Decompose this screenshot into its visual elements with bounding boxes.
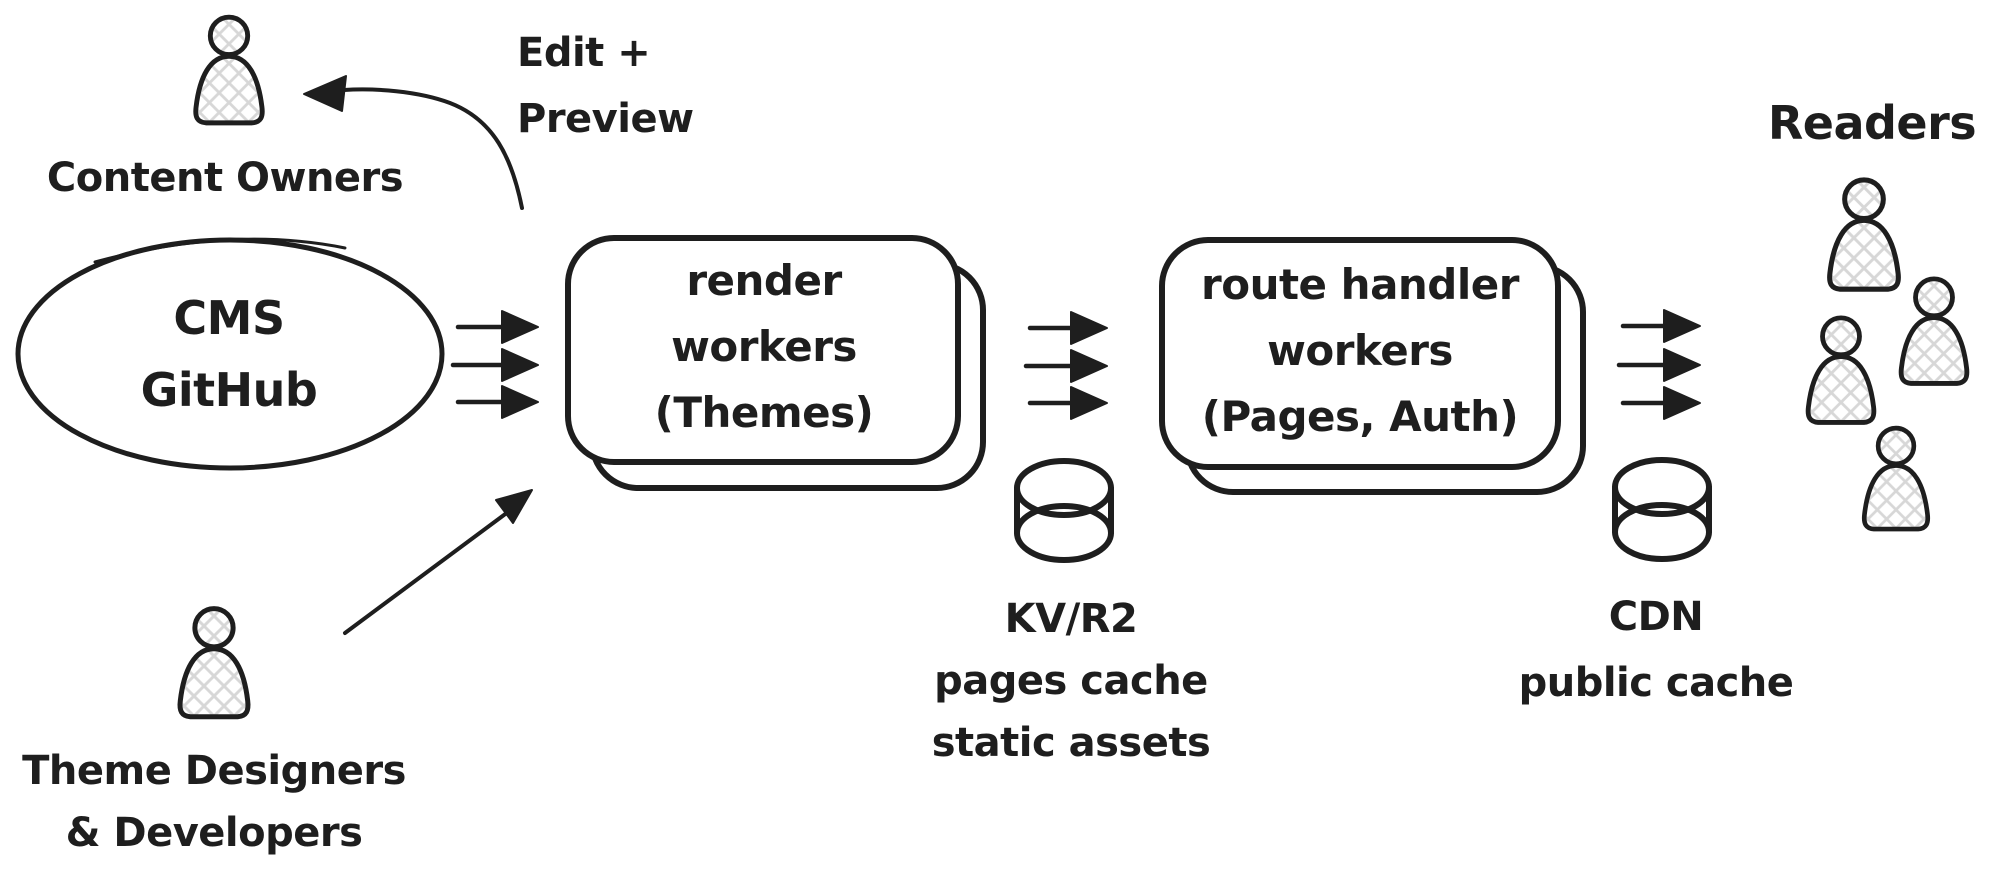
render-workers-node [565, 235, 986, 491]
arrows-route-to-readers [1616, 309, 1701, 420]
theme-designers-line1: Theme Designers [22, 748, 406, 794]
arrows-cms-to-render [450, 310, 539, 419]
render-workers-box [565, 235, 961, 465]
route-workers-node [1159, 237, 1586, 495]
theme-designer-person-icon [180, 609, 248, 717]
flow-arrow-icon [450, 348, 539, 382]
cms-line2: GitHub [140, 363, 318, 417]
readers-group-icon [1808, 180, 1967, 529]
kv-database-icon [1014, 458, 1114, 563]
kv-line1: KV/R2 [1004, 596, 1138, 642]
reader-person-icon [1808, 318, 1874, 423]
reader-person-icon [1864, 428, 1928, 529]
edit-preview-label: Edit + Preview [517, 20, 694, 152]
flow-arrow-icon [1027, 386, 1108, 420]
route-workers-box [1159, 237, 1561, 470]
flow-arrow-icon [1616, 348, 1701, 382]
theme-designers-line2: & Developers [65, 810, 363, 856]
content-owners-label: Content Owners [46, 155, 404, 201]
cms-github-label: CMS GitHub [141, 282, 318, 426]
cdn-database-icon [1612, 457, 1712, 562]
edit-preview-line2: Preview [517, 96, 694, 142]
kv-line3: static assets [931, 720, 1211, 766]
kv-line2: pages cache [934, 658, 1208, 704]
readers-label: Readers [1767, 96, 1977, 150]
cms-ellipse-sketch-stroke [93, 237, 347, 264]
edit-preview-arrow [303, 75, 524, 210]
flow-arrow-icon [1027, 311, 1108, 345]
arrows-render-to-route [1023, 311, 1108, 420]
cms-line1: CMS [173, 291, 285, 345]
flow-arrow-icon [1023, 349, 1108, 383]
theme-to-render-arrow [343, 489, 533, 635]
render-workers-line1: render [686, 256, 842, 305]
route-workers-line2: workers [1267, 326, 1453, 375]
flow-arrow-icon [455, 310, 539, 344]
cdn-line2: public cache [1518, 660, 1794, 706]
reader-person-icon [1901, 279, 1967, 384]
render-workers-line3: (Themes) [654, 388, 874, 437]
flow-arrow-icon [1620, 309, 1701, 343]
route-workers-label: route handler workers (Pages, Auth) [1201, 252, 1519, 450]
route-workers-line3: (Pages, Auth) [1201, 392, 1519, 441]
flow-arrow-icon [455, 385, 539, 419]
content-owner-person-icon [196, 17, 263, 123]
reader-person-icon [1830, 180, 1899, 289]
kv-cache-label: KV/R2 pages cache static assets [932, 588, 1211, 774]
render-workers-line2: workers [671, 322, 857, 371]
render-workers-label: render workers (Themes) [655, 248, 874, 446]
route-workers-line1: route handler [1201, 260, 1519, 309]
edit-preview-line1: Edit + [517, 30, 651, 76]
cdn-cache-label: CDN public cache [1519, 584, 1794, 716]
theme-designers-label: Theme Designers & Developers [22, 740, 406, 864]
flow-arrow-icon [1620, 386, 1701, 420]
cdn-line1: CDN [1608, 594, 1704, 640]
